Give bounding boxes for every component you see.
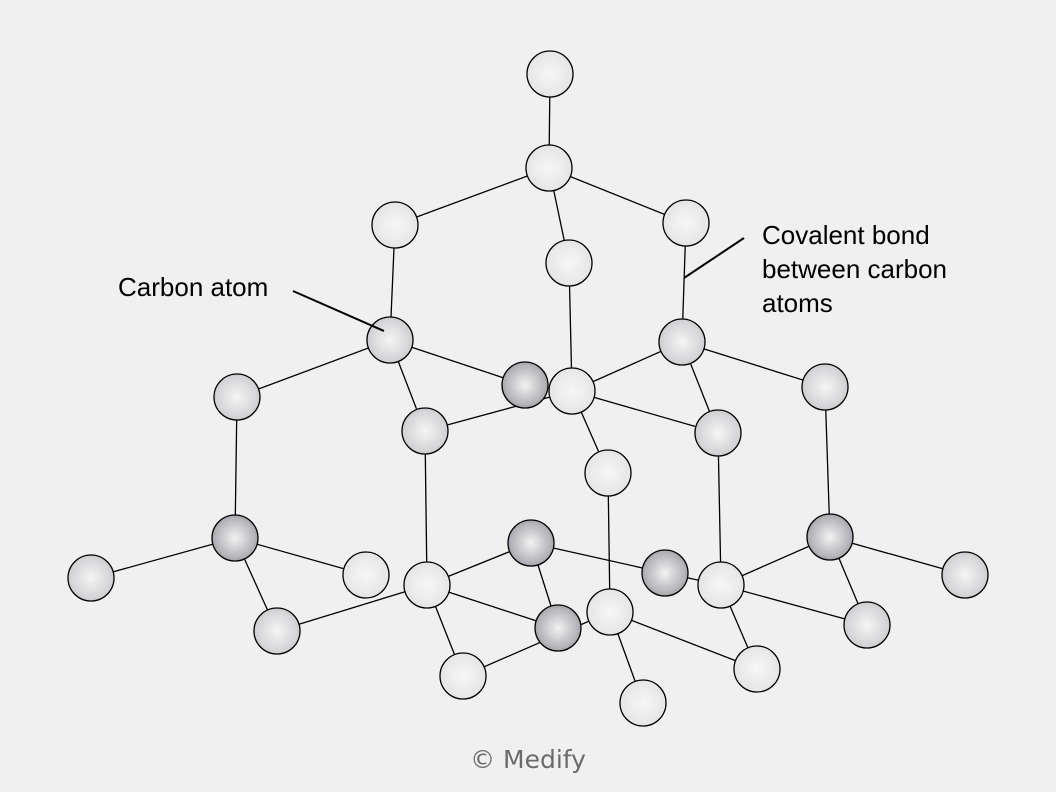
- carbon-atom: [67, 554, 115, 602]
- carbon-atom: [801, 363, 849, 411]
- carbon-atom: [213, 373, 261, 421]
- carbon-atom: [507, 519, 555, 567]
- covalent-bond: [90, 537, 236, 579]
- covalent-bond: [424, 390, 573, 432]
- carbon-atom: [439, 652, 487, 700]
- carbon-atom: [545, 239, 593, 287]
- covalent-bond: [720, 584, 868, 626]
- covalent-bond: [609, 611, 758, 670]
- carbon-atom: [733, 645, 781, 693]
- covalent-bond: [824, 386, 831, 538]
- carbon-atom: [806, 513, 854, 561]
- carbon-atom: [697, 561, 745, 609]
- carbon-atom: [403, 561, 451, 609]
- carbon-atom: [694, 409, 742, 457]
- carbon-atom: [342, 551, 390, 599]
- covalent-bond-leader-line: [683, 237, 745, 279]
- carbon-atom: [658, 318, 706, 366]
- covalent-bond: [389, 339, 526, 386]
- label-leader-lines: [292, 237, 745, 332]
- carbon-atom: [662, 199, 710, 247]
- covalent-bond: [681, 341, 826, 388]
- carbon-atom-leader-line: [292, 290, 385, 332]
- covalent-bond-label: Covalent bond between carbon atoms: [762, 218, 1022, 320]
- carbon-atom: [253, 607, 301, 655]
- carbon-atom: [941, 551, 989, 599]
- covalent-bond: [394, 167, 550, 226]
- covalent-bond: [276, 584, 428, 632]
- carbon-atom: [371, 201, 419, 249]
- carbon-atom: [211, 514, 259, 562]
- carbon-atom: [548, 367, 596, 415]
- carbon-atoms: [67, 50, 989, 727]
- covalent-bond: [548, 167, 687, 224]
- carbon-atom: [525, 144, 573, 192]
- carbon-atom: [534, 604, 582, 652]
- carbon-atom-label: Carbon atom: [118, 272, 269, 302]
- covalent-bond: [571, 390, 719, 434]
- covalent-bond: [236, 339, 391, 398]
- covalent-bond-label-line-3: atoms: [762, 288, 833, 318]
- carbon-atom: [641, 549, 689, 597]
- carbon-atom: [843, 601, 891, 649]
- copyright-notice: © Medify: [470, 745, 586, 774]
- covalent-bond: [717, 432, 722, 586]
- covalent-bond-label-line-1: Covalent bond: [762, 220, 930, 250]
- carbon-atom: [366, 316, 414, 364]
- covalent-bond-label-line-2: between carbon: [762, 254, 948, 284]
- carbon-atom: [584, 449, 632, 497]
- carbon-atom: [586, 588, 634, 636]
- carbon-atom: [501, 361, 549, 409]
- covalent-bond: [462, 611, 611, 677]
- carbon-atom: [401, 407, 449, 455]
- carbon-atom: [526, 50, 574, 98]
- carbon-atom: [619, 679, 667, 727]
- covalent-bond: [424, 430, 428, 586]
